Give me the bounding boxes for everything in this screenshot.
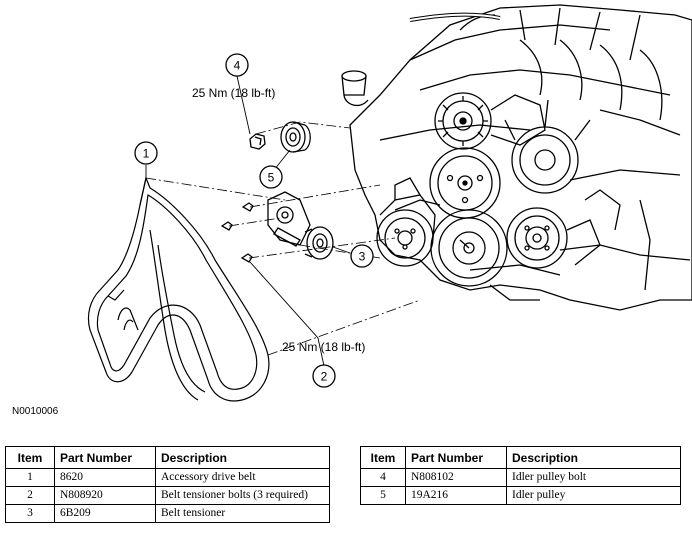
header-item: Item: [360, 446, 406, 469]
leader-lines: [145, 75, 351, 367]
callout-4-number: 4: [234, 59, 241, 73]
table-row: 2 N808920 Belt tensioner bolts (3 requir…: [5, 486, 330, 505]
parts-table-right: Item Part Number Description 4 N808102 I…: [360, 446, 681, 505]
description-cell: Accessory drive belt: [155, 468, 330, 487]
part-number-cell: N808920: [54, 486, 156, 505]
callout-4: 4 25 Nm (18 lb-ft): [192, 53, 275, 100]
tensioner-bolts-drawing: [220, 202, 254, 263]
description-cell: Idler pulley: [506, 486, 681, 505]
engine-illustration: [341, 4, 692, 311]
belt-tensioner-drawing: [267, 191, 334, 260]
header-item: Item: [5, 446, 55, 469]
table-row: 4 N808102 Idler pulley bolt: [360, 468, 681, 487]
part-number-cell: 6B209: [54, 504, 156, 523]
callout-4-torque: 25 Nm (18 lb-ft): [192, 86, 275, 100]
item-cell: 2: [5, 486, 55, 505]
callout-2-torque: 25 Nm (18 lb-ft): [282, 340, 365, 354]
accessory-drive-belt-drawing: [87, 175, 270, 402]
idler-pulley-drawing: [280, 121, 311, 153]
callout-3-number: 3: [359, 250, 366, 264]
callout-5: 5: [259, 165, 283, 189]
description-cell: Belt tensioner bolts (3 required): [155, 486, 330, 505]
callout-3: 3: [350, 244, 374, 268]
header-part-number: Part Number: [54, 446, 156, 469]
part-number-cell: 8620: [54, 468, 156, 487]
item-cell: 4: [360, 468, 406, 487]
description-cell: Belt tensioner: [155, 504, 330, 523]
callout-5-number: 5: [268, 171, 275, 185]
header-part-number: Part Number: [405, 446, 507, 469]
table-header-row: Item Part Number Description: [360, 446, 681, 469]
item-cell: 5: [360, 486, 406, 505]
table-row: 5 19A216 Idler pulley: [360, 486, 681, 505]
header-description: Description: [155, 446, 330, 469]
callout-2-number: 2: [321, 370, 328, 384]
callout-2: 2 25 Nm (18 lb-ft): [282, 340, 365, 388]
belt-routing-diagram: 1 2 25 Nm (18 lb-ft) 3 4 25 Nm (18 lb-ft…: [87, 4, 692, 402]
part-number-cell: N808102: [405, 468, 507, 487]
item-cell: 3: [5, 504, 55, 523]
part-number-cell: 19A216: [405, 486, 507, 505]
table-row: 3 6B209 Belt tensioner: [5, 504, 330, 523]
callout-1-number: 1: [143, 147, 150, 161]
header-description: Description: [506, 446, 681, 469]
table-header-row: Item Part Number Description: [5, 446, 330, 469]
table-row: 1 8620 Accessory drive belt: [5, 468, 330, 487]
item-cell: 1: [5, 468, 55, 487]
description-cell: Idler pulley bolt: [506, 468, 681, 487]
callout-1: 1: [134, 141, 158, 165]
figure-id: N0010006: [12, 406, 59, 417]
idler-pulley-bolt-drawing: [249, 133, 266, 150]
parts-table-left: Item Part Number Description 1 8620 Acce…: [5, 446, 330, 523]
